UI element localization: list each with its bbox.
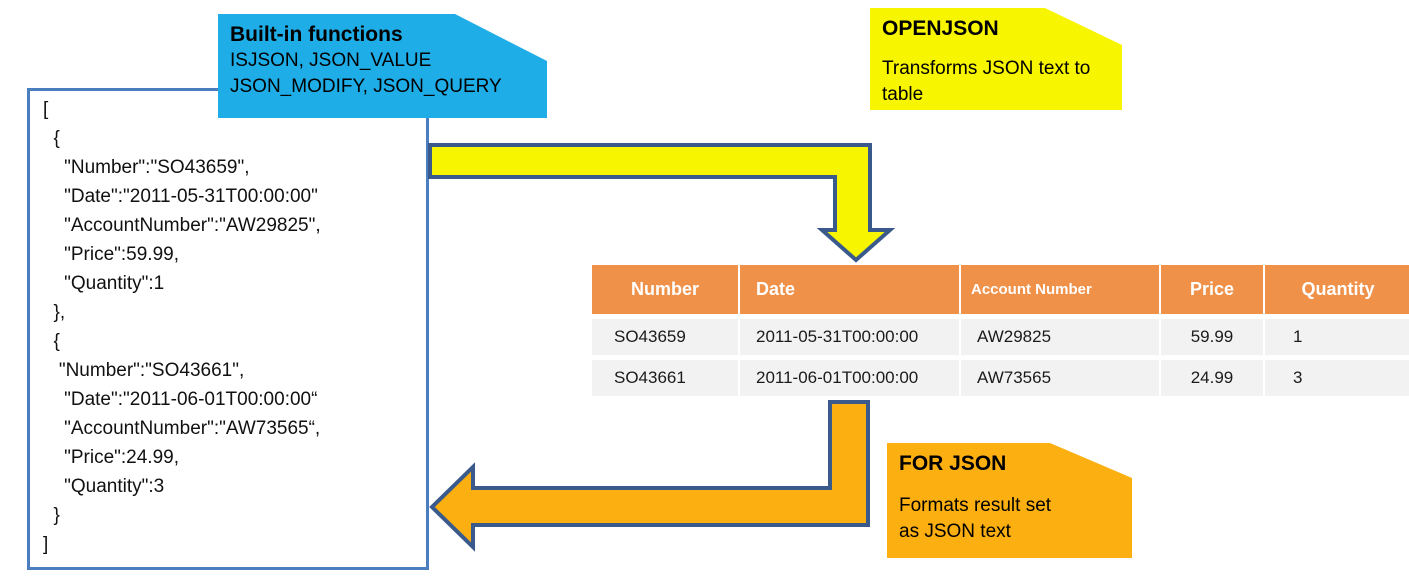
json-code: [ { "Number":"SO43659", "Date":"2011-05-… bbox=[30, 91, 426, 559]
json-line: [ bbox=[43, 99, 49, 120]
builtin-functions-line: ISJSON, JSON_VALUE bbox=[230, 50, 432, 71]
table-cell-quantity: 3 bbox=[1265, 360, 1409, 396]
json-line: "Quantity":3 bbox=[43, 476, 165, 497]
table-cell-number: SO43659 bbox=[592, 319, 738, 355]
forjson-line: Formats result set bbox=[899, 495, 1052, 516]
openjson-arrow-icon bbox=[428, 143, 896, 263]
table-header-number: Number bbox=[592, 265, 738, 314]
builtin-functions-callout: Built-in functions ISJSON, JSON_VALUE JS… bbox=[218, 14, 547, 118]
table-header-account-number: Account Number bbox=[961, 265, 1159, 314]
builtin-functions-title: Built-in functions bbox=[230, 23, 403, 46]
json-line: "Price":24.99, bbox=[43, 447, 179, 468]
json-line: }, bbox=[43, 302, 66, 323]
json-line: "Number":"SO43661", bbox=[43, 360, 245, 381]
forjson-callout: FOR JSON Formats result set as JSON text bbox=[887, 443, 1132, 558]
builtin-functions-line: JSON_MODIFY, JSON_QUERY bbox=[230, 76, 502, 97]
json-line: { bbox=[43, 331, 60, 352]
json-line: "Date":"2011-06-01T00:00:00“ bbox=[43, 389, 318, 410]
openjson-callout: OPENJSON Transforms JSON text to table bbox=[870, 8, 1122, 110]
table-cell-price: 59.99 bbox=[1161, 319, 1263, 355]
result-table: Number Date Account Number Price Quantit… bbox=[592, 265, 1409, 396]
json-line: "Quantity":1 bbox=[43, 273, 165, 294]
forjson-line: as JSON text bbox=[899, 521, 1011, 542]
table-header-price: Price bbox=[1161, 265, 1263, 314]
table-cell-account: AW29825 bbox=[961, 319, 1159, 355]
table-cell-date: 2011-05-31T00:00:00 bbox=[740, 319, 959, 355]
json-line: "AccountNumber":"AW73565“, bbox=[43, 418, 321, 439]
json-line: "Price":59.99, bbox=[43, 244, 179, 265]
json-line: } bbox=[43, 505, 60, 526]
openjson-line: Transforms JSON text to bbox=[882, 58, 1091, 79]
table-cell-quantity: 1 bbox=[1265, 319, 1409, 355]
json-line: "Date":"2011-05-31T00:00:00" bbox=[43, 186, 318, 207]
table-header-quantity: Quantity bbox=[1265, 265, 1409, 314]
table-cell-date: 2011-06-01T00:00:00 bbox=[740, 360, 959, 396]
json-text-panel: [ { "Number":"SO43659", "Date":"2011-05-… bbox=[27, 88, 429, 570]
openjson-line: table bbox=[882, 84, 924, 105]
table-header-date: Date bbox=[740, 265, 959, 314]
json-line: ] bbox=[43, 534, 49, 555]
table-cell-account: AW73565 bbox=[961, 360, 1159, 396]
forjson-arrow-icon bbox=[429, 400, 870, 552]
table-cell-price: 24.99 bbox=[1161, 360, 1263, 396]
forjson-title: FOR JSON bbox=[899, 452, 1007, 475]
json-line: "Number":"SO43659", bbox=[43, 157, 250, 178]
json-line: "AccountNumber":"AW29825", bbox=[43, 215, 321, 236]
openjson-title: OPENJSON bbox=[882, 17, 999, 40]
table-cell-number: SO43661 bbox=[592, 360, 738, 396]
json-line: { bbox=[43, 128, 60, 149]
